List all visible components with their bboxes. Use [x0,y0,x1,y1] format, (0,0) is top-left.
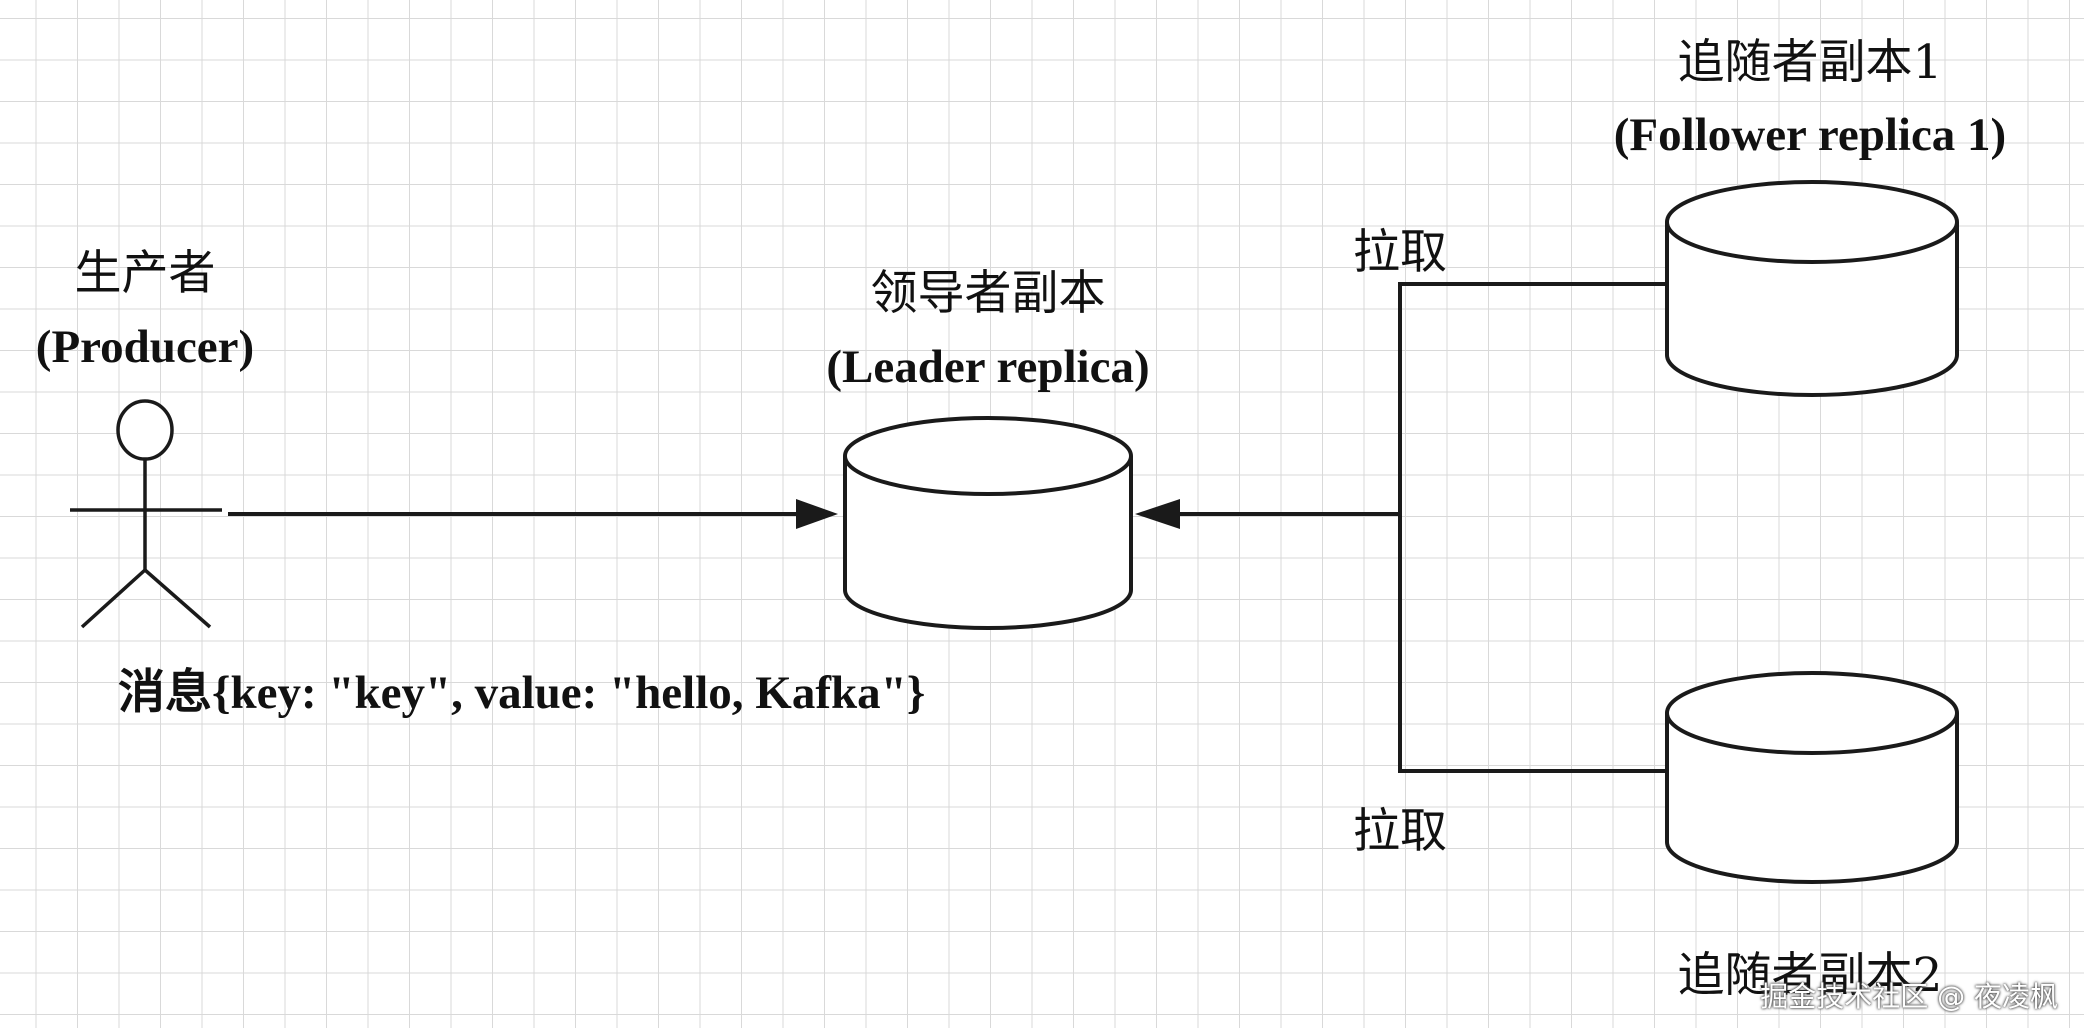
producer-subtitle: (Producer) [35,321,255,373]
produce-arrow [228,499,838,529]
leader-title: 领导者副本 [870,266,1106,321]
pull-label-2: 拉取 [1353,804,1447,859]
follower-1-subtitle: (Follower replica 1) [1613,109,2007,161]
message-label: 消息{key: "key", value: "hello, Kafka"} [118,667,926,719]
leader-subtitle: (Leader replica) [826,341,1150,393]
leader-replica-cylinder[interactable] [843,416,1133,630]
pull-connector [1176,282,1667,773]
follower-2-title: 追随者副本2 [1677,948,1943,1003]
producer-actor-icon[interactable] [70,399,222,629]
producer-title: 生产者 [74,246,216,301]
pull-arrowhead [1135,499,1180,529]
follower-replica-1-cylinder[interactable] [1665,180,1959,397]
follower-replica-2-cylinder[interactable] [1665,671,1959,884]
pull-label-1: 拉取 [1353,225,1447,280]
watermark: 掘金技术社区 @ 夜凌枫 [1760,980,2058,1013]
follower-1-title: 追随者副本1 [1677,35,1943,90]
